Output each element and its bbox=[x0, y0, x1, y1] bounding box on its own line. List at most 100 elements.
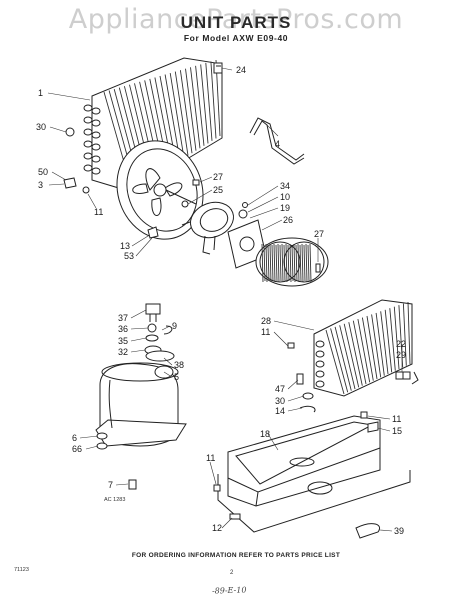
condenser-fin bbox=[210, 61, 217, 139]
blower-blade bbox=[305, 243, 308, 283]
condenser-fin bbox=[205, 62, 213, 141]
callout-1: 1 bbox=[38, 88, 43, 98]
part-27-clip bbox=[192, 179, 200, 186]
callout-29: 29 bbox=[396, 350, 406, 360]
evaporator-fin bbox=[330, 328, 349, 393]
callout-22: 22 bbox=[396, 339, 406, 349]
evaporator-fin bbox=[348, 322, 363, 386]
condenser-fin bbox=[169, 73, 185, 159]
evaporator-fin bbox=[357, 319, 371, 383]
callout-11-d: 11 bbox=[206, 453, 215, 463]
blower-blade bbox=[261, 243, 264, 283]
coil-tube-end bbox=[315, 360, 325, 368]
callout-30-b: 30 bbox=[275, 396, 285, 406]
blower-blade bbox=[289, 243, 292, 283]
callout-53: 53 bbox=[124, 251, 134, 261]
callout-27-b: 27 bbox=[314, 229, 324, 239]
condenser-fin bbox=[174, 71, 189, 156]
drain-parts bbox=[296, 373, 316, 413]
callout-26: 26 bbox=[283, 215, 293, 225]
callout-30: 30 bbox=[36, 122, 46, 132]
callout-34: 34 bbox=[280, 181, 290, 191]
coil-tube-end bbox=[91, 107, 101, 115]
evaporator-fin bbox=[407, 301, 411, 365]
blower-blade bbox=[301, 243, 304, 283]
callout-35: 35 bbox=[118, 336, 128, 346]
coil-tube-end bbox=[91, 167, 101, 175]
callout-13: 13 bbox=[120, 241, 130, 251]
coil-tube-end bbox=[91, 143, 101, 151]
evaporator-fin bbox=[380, 311, 389, 375]
part-12-clip bbox=[229, 513, 241, 520]
callout-6: 6 bbox=[72, 433, 77, 443]
evaporator-fin bbox=[366, 315, 378, 380]
evaporator-fin bbox=[389, 308, 396, 371]
side-code: 71123 bbox=[14, 567, 29, 573]
callout-12: 12 bbox=[212, 523, 222, 533]
coil-tube-end bbox=[315, 370, 325, 378]
coil-tube-end bbox=[315, 380, 325, 388]
part-30-grommet bbox=[65, 127, 75, 137]
part-13-nut bbox=[147, 226, 159, 239]
screw-11-pan bbox=[360, 411, 368, 419]
callout-4: 4 bbox=[275, 139, 280, 149]
callout-14: 14 bbox=[275, 406, 285, 416]
callout-18: 18 bbox=[260, 429, 270, 439]
evaporator-fin bbox=[325, 329, 345, 395]
part-25-washer bbox=[181, 200, 189, 208]
blower-blade bbox=[295, 244, 298, 282]
blower-blade bbox=[275, 244, 278, 282]
overload-assembly bbox=[144, 303, 173, 355]
blower-blade bbox=[273, 243, 276, 283]
callout-7: 7 bbox=[108, 480, 113, 490]
callout-50: 50 bbox=[38, 167, 48, 177]
coil-tube-end bbox=[315, 340, 325, 348]
screw-11-base bbox=[213, 484, 221, 492]
condenser-fin bbox=[200, 64, 209, 144]
evaporator-fin bbox=[393, 306, 400, 370]
callout-32: 32 bbox=[118, 347, 128, 357]
blower-blade bbox=[271, 244, 274, 282]
evaporator-fin bbox=[343, 323, 360, 388]
part-3-screw bbox=[63, 177, 90, 194]
callout-38: 38 bbox=[174, 360, 184, 370]
coil-tube-end bbox=[83, 116, 93, 124]
coil-tube-end bbox=[91, 119, 101, 127]
callout-10: 10 bbox=[280, 192, 290, 202]
condenser-fin bbox=[164, 74, 181, 161]
part-4-bracket bbox=[249, 117, 305, 165]
leader-lines bbox=[47, 67, 403, 532]
callout-36: 36 bbox=[118, 324, 128, 334]
coil-tube-end bbox=[83, 140, 93, 148]
condenser-fin bbox=[190, 67, 201, 149]
callout-39: 39 bbox=[394, 526, 404, 536]
blower-blade bbox=[291, 244, 294, 282]
blower-blade bbox=[263, 244, 266, 282]
blower-blade bbox=[265, 243, 268, 283]
coil-tube-end bbox=[83, 164, 93, 172]
part-22-clip bbox=[395, 371, 419, 385]
evaporator-fin bbox=[352, 320, 367, 385]
blower-blade bbox=[277, 243, 280, 283]
callout-3: 3 bbox=[38, 180, 43, 190]
callout-37: 37 bbox=[118, 313, 128, 323]
diagram-title: UNIT PARTS bbox=[180, 13, 292, 32]
blower-blade bbox=[303, 244, 306, 282]
blower-blade bbox=[267, 244, 270, 282]
blower-blade bbox=[293, 243, 296, 283]
coil-tube-end bbox=[91, 131, 101, 139]
callout-9: 9 bbox=[172, 321, 177, 331]
fan-shroud bbox=[116, 140, 204, 240]
evaporator-fin bbox=[339, 325, 356, 390]
compressor bbox=[95, 362, 187, 447]
blower-wheel bbox=[255, 237, 329, 287]
callout-labels: 24 1 30 4 50 3 11 27 25 34 10 19 26 27 1… bbox=[36, 65, 406, 536]
condenser-fin bbox=[179, 70, 193, 154]
condenser-fin bbox=[195, 65, 205, 146]
blower-blade bbox=[299, 244, 302, 282]
blower-blade bbox=[285, 243, 288, 283]
callout-11-a: 11 bbox=[94, 207, 103, 217]
callout-11-c: 11 bbox=[392, 414, 401, 424]
